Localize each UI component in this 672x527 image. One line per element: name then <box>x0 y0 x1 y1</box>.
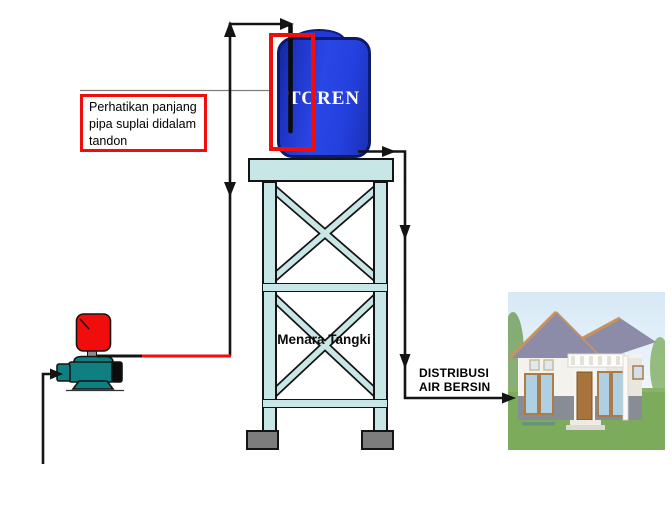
arrow-down-distribution-icon <box>399 225 411 240</box>
distribution-label-line1: DISTRIBUSI <box>419 366 490 380</box>
annotation-line2: pipa suplai didalam <box>89 117 197 131</box>
window-small-right <box>632 365 644 380</box>
pump-tank-highlight-line <box>79 318 90 330</box>
distribution-label-line2: AIR BERSIN <box>419 380 491 394</box>
vent-window-1 <box>529 359 540 371</box>
arrow-right-to-house-icon <box>502 392 516 404</box>
supply-pipe-highlight-box <box>269 33 315 151</box>
annotation-line3: tandon <box>89 134 128 148</box>
arrow-down-distribution-2-icon <box>399 354 411 369</box>
window-left-2 <box>539 373 554 415</box>
arrow-up-icon <box>224 21 236 37</box>
house-illustration <box>502 292 670 450</box>
window-left-1 <box>524 373 539 415</box>
pump-inlet-pipe <box>41 372 58 464</box>
tower-platform <box>248 158 394 182</box>
tower-label: Menara Tangki <box>277 332 371 347</box>
roof-left-trim-2 <box>555 311 603 359</box>
roof-left-trim <box>508 310 558 360</box>
house-photo <box>502 292 670 450</box>
step-2 <box>566 425 605 430</box>
water-pump <box>56 313 124 392</box>
tower-crossbar-middle <box>262 283 388 292</box>
arrow-right-outlet-icon <box>382 146 396 157</box>
porch-post <box>622 355 629 421</box>
pump-pressure-tank <box>75 313 112 352</box>
arrow-right-into-tank-icon <box>280 18 294 30</box>
distribution-label: DISTRIBUSI AIR BERSIN <box>419 366 490 394</box>
annotation-callout: Perhatikan panjang pipa suplai didalam t… <box>80 94 207 152</box>
tank-label: TOREN <box>287 88 361 109</box>
window-right-1 <box>597 371 611 417</box>
arrow-right-into-pump-icon <box>50 368 63 380</box>
annotation-line1: Perhatikan panjang <box>89 100 197 114</box>
tower-braces <box>265 181 385 402</box>
step-1 <box>570 420 601 425</box>
roof-left <box>510 312 602 358</box>
pump-base <box>71 380 115 390</box>
tower-crossbar-lower <box>262 399 388 408</box>
vent-window-2 <box>543 359 554 371</box>
arrow-down-riser-icon <box>224 182 236 197</box>
tower-footing-right <box>361 430 394 450</box>
watermark-smudge <box>522 422 555 426</box>
distribution-pipe <box>358 150 510 400</box>
tower-footing-left <box>246 430 279 450</box>
pump-outlet-cap <box>111 361 123 383</box>
